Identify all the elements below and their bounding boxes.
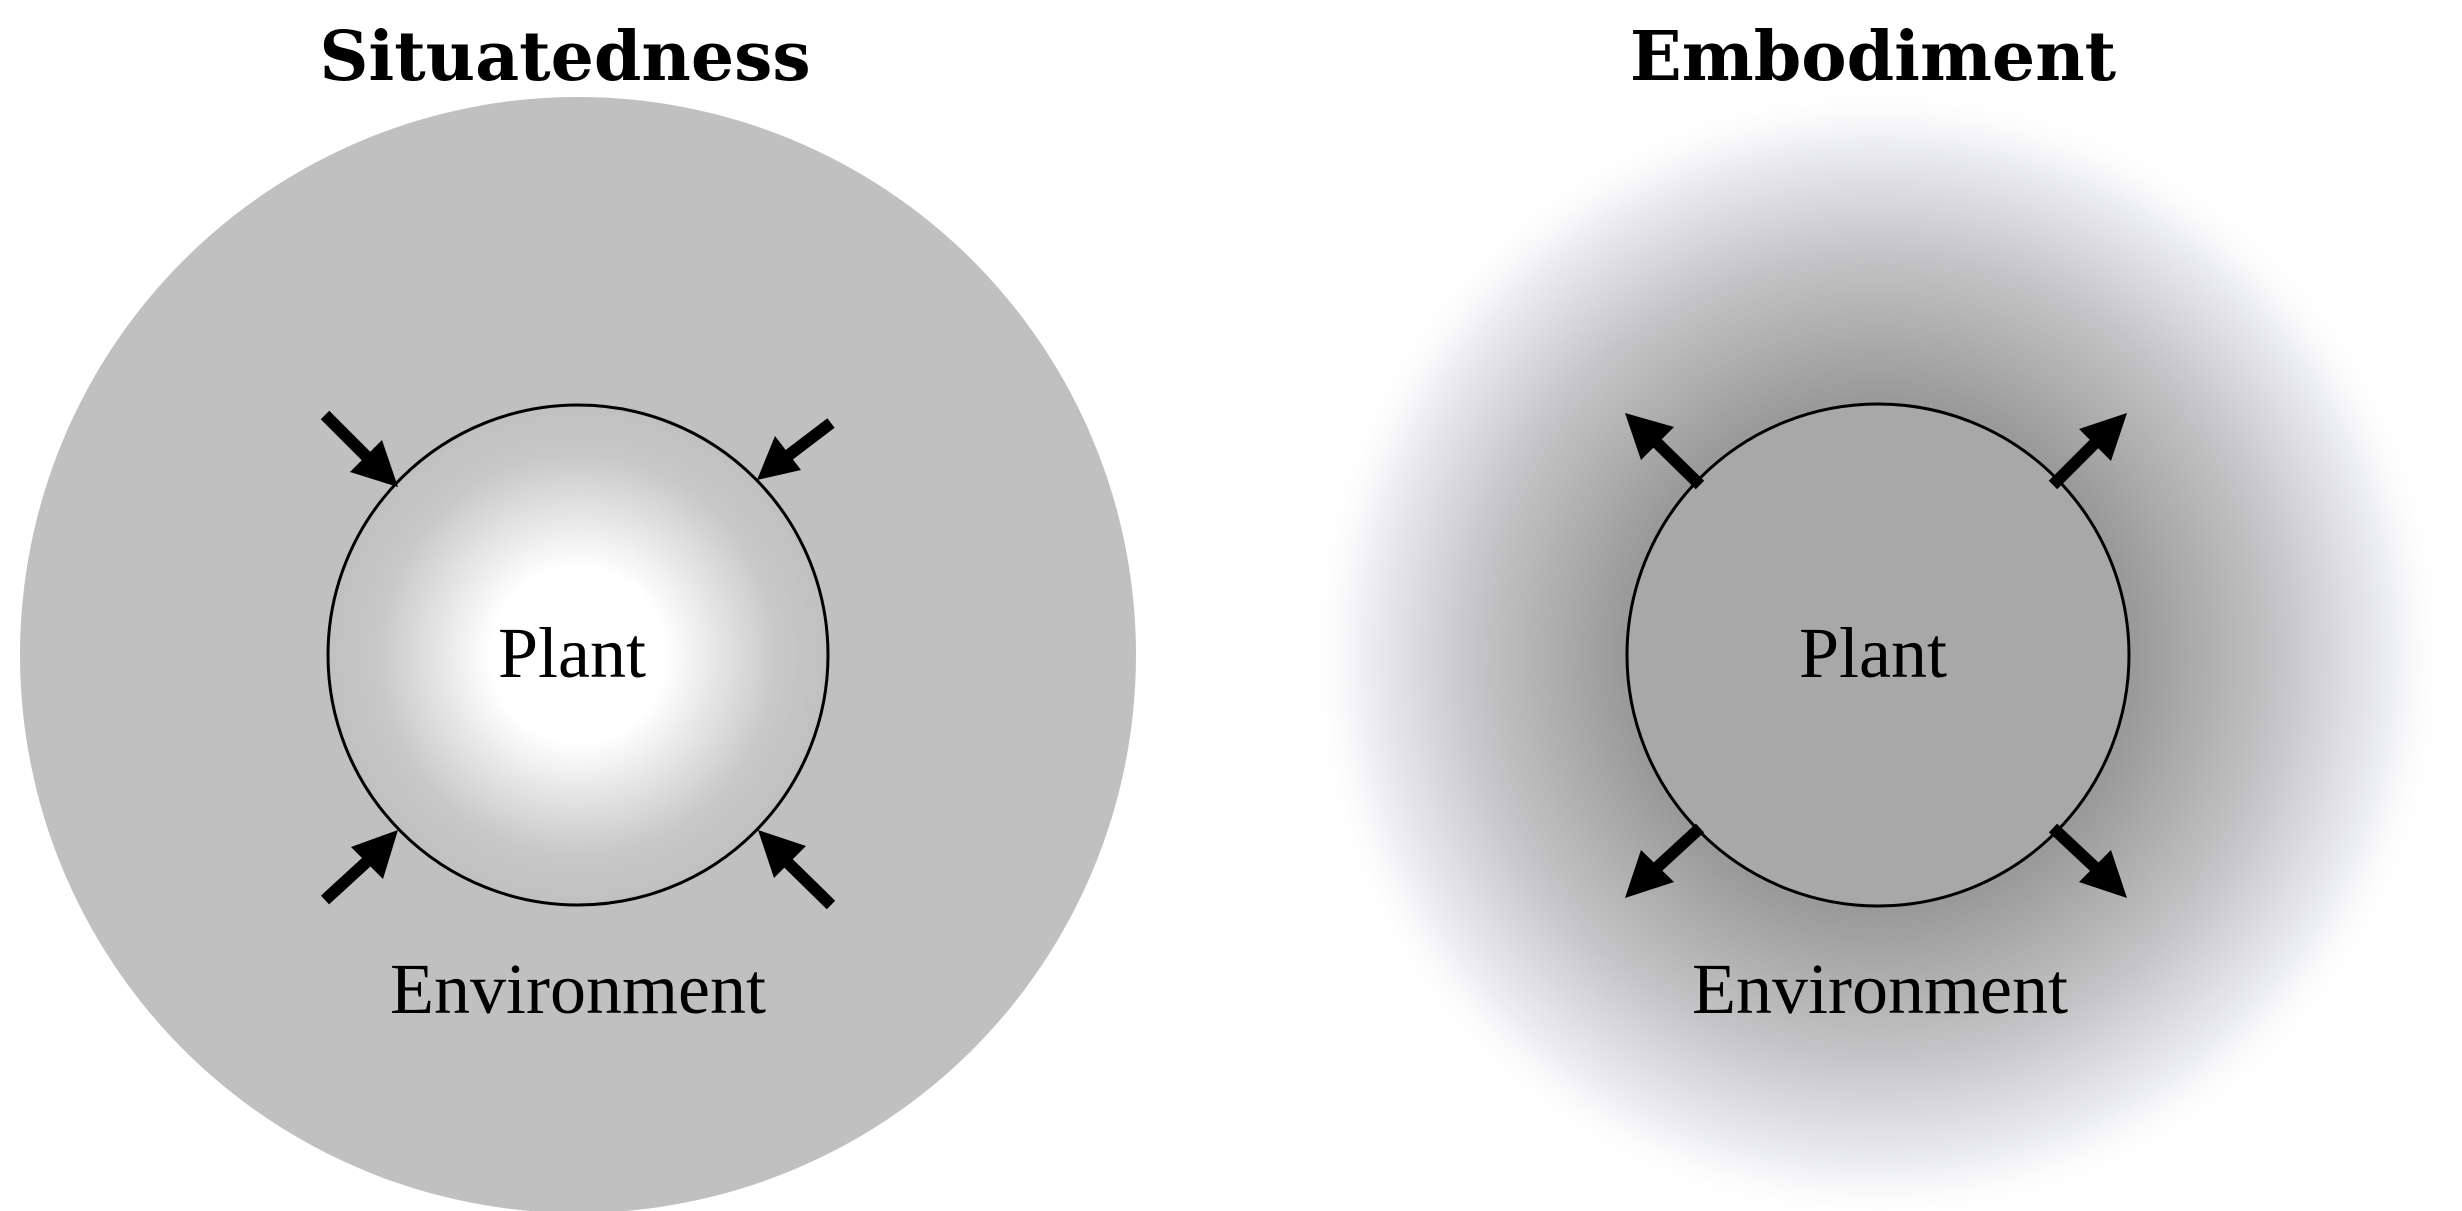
situatedness-environment-label: Environment — [390, 949, 766, 1029]
inward-arrow-top-right — [757, 418, 835, 480]
embodiment-plant-label: Plant — [1799, 613, 1947, 693]
embodiment-panel: Embodiment Plant Environment — [1306, 17, 2450, 1211]
situatedness-plant-label: Plant — [498, 613, 646, 693]
inward-arrow-bottom-left — [320, 830, 398, 905]
outward-arrow-bottom-right — [2048, 823, 2127, 898]
outward-arrow-top-left — [1625, 413, 1705, 490]
situatedness-plant-circle — [326, 403, 830, 907]
situatedness-title: Situatedness — [319, 17, 810, 97]
outward-arrow-top-right — [2048, 413, 2127, 490]
outward-arrow-bottom-left — [1625, 823, 1705, 898]
inward-arrow-top-left — [320, 410, 398, 487]
embodiment-environment-label: Environment — [1692, 949, 2068, 1029]
situatedness-panel: Situatedness Plant Environment — [20, 17, 1136, 1211]
embodiment-plant-circle — [1625, 402, 2131, 908]
inward-arrow-bottom-right — [758, 830, 836, 910]
